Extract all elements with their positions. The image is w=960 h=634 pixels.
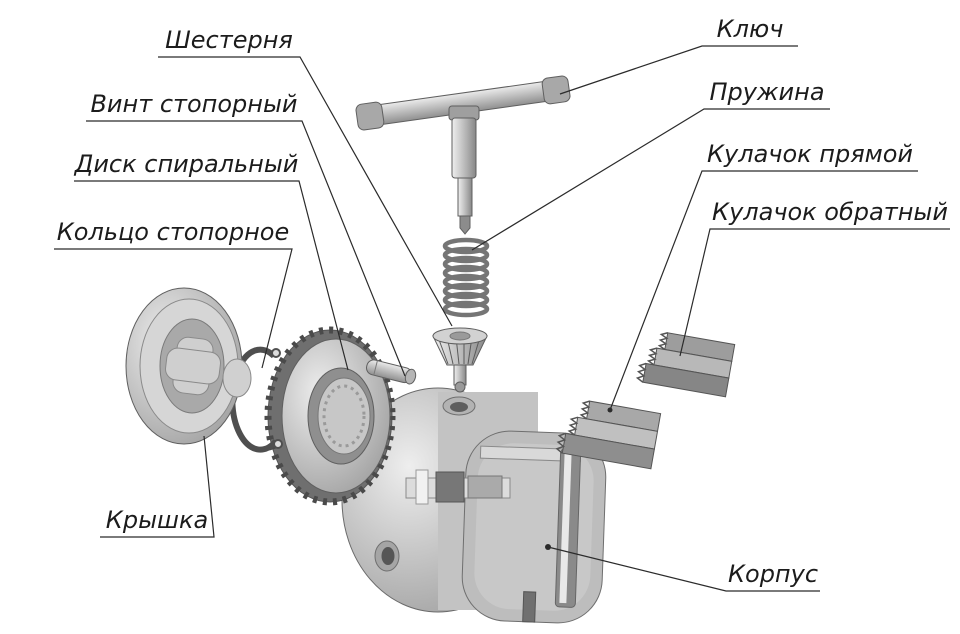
spring-part <box>442 237 490 318</box>
jaw-reverse-teeth-bottom <box>635 362 647 383</box>
key-shank <box>457 177 473 217</box>
label-body: Корпус <box>727 560 819 588</box>
leader-spiral-disk <box>74 180 349 371</box>
label-key: Ключ <box>716 15 784 43</box>
leader-body <box>547 546 820 592</box>
spiral-disk-teeth <box>264 326 396 506</box>
label-lock-screw: Винт стопорный <box>90 90 298 118</box>
leader-gear <box>158 56 453 327</box>
jaw-reverse-teeth-top <box>657 332 669 351</box>
jaw-reverse-teeth-mid <box>646 347 658 366</box>
gear-top-hub <box>449 331 471 341</box>
cover-part <box>125 287 252 445</box>
jaw-direct-teeth-mid <box>567 416 579 436</box>
leader-cover <box>100 435 215 538</box>
key-crossbar-cap-left <box>355 101 385 131</box>
jaw-direct-step-bottom <box>561 432 655 470</box>
jaw-reverse-step-bottom <box>642 362 730 398</box>
jaw-direct-teeth-bottom <box>555 432 567 454</box>
leader-key <box>559 45 798 95</box>
body-jaw-guide-block <box>435 471 465 503</box>
body-face-side-highlight <box>559 453 572 604</box>
label-cover: Крышка <box>105 506 209 534</box>
leader-lock-screw <box>86 120 406 377</box>
leader-spring <box>471 108 830 251</box>
leader-lines <box>54 45 950 592</box>
key-part <box>355 75 571 235</box>
body-jaw-guide-block2 <box>467 475 503 499</box>
label-jaw-direct: Кулачок прямой <box>706 140 914 168</box>
gear-shaft-tip <box>454 381 466 393</box>
label-spring: Пружина <box>709 78 825 106</box>
body-top-hole-inner <box>450 402 468 412</box>
lock-screw-groove <box>373 360 378 376</box>
spiral-disk-face <box>317 377 371 455</box>
leader-body-dot <box>545 544 551 550</box>
jaw-direct-part <box>555 400 662 470</box>
spiral-disk-spiral <box>322 384 366 448</box>
leader-jaw-reverse <box>679 228 950 357</box>
label-retaining-ring: Кольцо стопорное <box>56 218 290 246</box>
retaining-ring-lug-top <box>271 348 281 358</box>
jaw-reverse-part <box>635 332 736 398</box>
label-spiral-disk: Диск спиральный <box>74 150 299 178</box>
key-shaft <box>451 117 477 179</box>
cover-hub <box>222 358 252 398</box>
lock-screw-part <box>366 359 417 385</box>
spiral-disk-part <box>264 326 396 506</box>
label-jaw-reverse: Кулачок обратный <box>712 198 948 226</box>
label-gear: Шестерня <box>165 26 293 54</box>
body-side-hole-inner <box>381 547 395 565</box>
jaw-direct-teeth-top <box>579 400 591 420</box>
body-face-bottom-slit <box>522 591 537 623</box>
leader-jaw-direct-dot <box>607 407 613 413</box>
leader-jaw-direct <box>609 170 918 411</box>
key-crossbar-cap-right <box>541 75 571 105</box>
leader-retaining-ring <box>54 248 293 369</box>
cover-bayonet-slot-h <box>165 347 221 385</box>
body-part <box>341 387 607 624</box>
lock-screw-end <box>404 368 417 385</box>
body-jaw-guide-key <box>415 469 429 505</box>
gear-part <box>432 327 488 393</box>
key-square-tip <box>459 215 471 235</box>
retaining-ring-lug-bottom <box>273 439 283 449</box>
